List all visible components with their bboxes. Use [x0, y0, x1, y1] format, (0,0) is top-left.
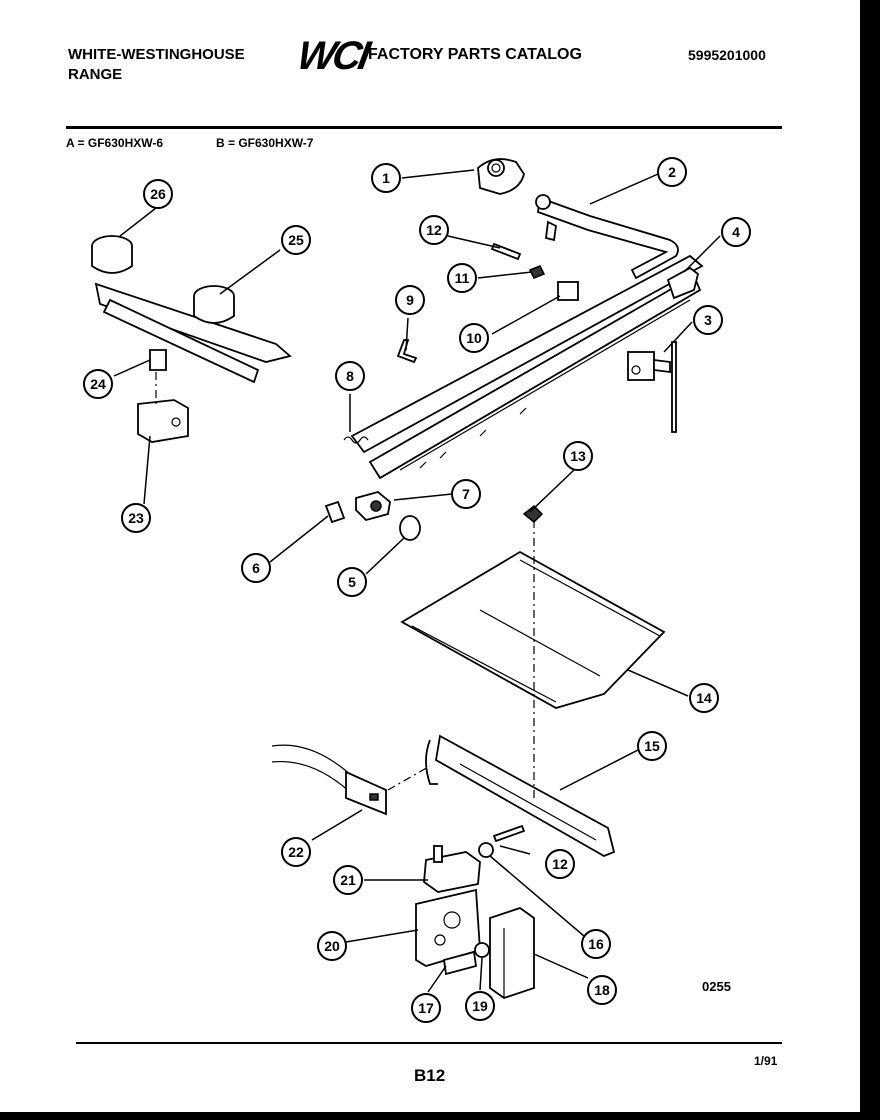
callout-14: 14 [689, 683, 719, 713]
callout-12: 12 [419, 215, 449, 245]
callout-label: 13 [570, 448, 586, 464]
callout-label: 7 [462, 486, 470, 502]
part-bezel [399, 515, 421, 541]
callout-label: 17 [418, 1000, 434, 1016]
part-manifold-pipe [535, 194, 679, 280]
brand-name: WHITE-WESTINGHOUSE [68, 46, 245, 63]
part-wing-nut [522, 504, 544, 524]
callout-label: 21 [340, 872, 356, 888]
callout-19: 19 [465, 991, 495, 1021]
part-regulator [477, 158, 525, 195]
product-type: RANGE [68, 66, 123, 83]
callout-label: 11 [455, 270, 470, 286]
callout-12-lower: 12 [545, 849, 575, 879]
header-rule [66, 126, 782, 129]
part-manifold-rail [350, 254, 704, 480]
part-safety-valve [423, 845, 481, 893]
callout-17: 17 [411, 993, 441, 1023]
callout-label: 24 [90, 376, 106, 392]
callout-11: 11 [447, 263, 477, 293]
part-spring-clip [396, 339, 418, 364]
model-b: B = GF630HXW-7 [216, 136, 314, 150]
part-valve-clip [557, 281, 579, 301]
part-burner-bracket [137, 399, 189, 443]
callout-20: 20 [317, 931, 347, 961]
callout-label: 12 [426, 222, 442, 238]
callout-label: 15 [644, 738, 660, 754]
part-thermostat [627, 341, 677, 433]
callout-22: 22 [281, 837, 311, 867]
callout-label: 10 [466, 330, 482, 346]
catalog-title: FACTORY PARTS CATALOG [368, 46, 582, 63]
callout-label: 16 [588, 936, 604, 952]
callout-label: 5 [348, 574, 356, 590]
callout-23: 23 [121, 503, 151, 533]
part-tube [490, 242, 522, 261]
page-number: B12 [414, 1066, 446, 1085]
callout-1: 1 [371, 163, 401, 193]
callout-label: 1 [382, 170, 390, 186]
catalog-page: WHITE-WESTINGHOUSE RANGE WCI FACTORY PAR… [0, 0, 860, 1112]
callout-label: 22 [288, 844, 304, 860]
callout-18: 18 [587, 975, 617, 1005]
callout-13: 13 [563, 441, 593, 471]
callout-7: 7 [451, 479, 481, 509]
callout-16: 16 [581, 929, 611, 959]
part-valve [355, 491, 391, 522]
part-nut [478, 842, 494, 858]
callout-label: 6 [252, 560, 260, 576]
callout-24: 24 [83, 369, 113, 399]
callout-8: 8 [335, 361, 365, 391]
callout-label: 3 [704, 312, 712, 328]
callout-5: 5 [337, 567, 367, 597]
callout-label: 12 [552, 856, 568, 872]
callout-label: 8 [346, 368, 354, 384]
model-a: A = GF630HXW-6 [66, 136, 164, 150]
callout-label: 25 [288, 232, 304, 248]
part-cover [489, 907, 535, 999]
callout-2: 2 [657, 157, 687, 187]
callout-10: 10 [459, 323, 489, 353]
part-oven-burner [425, 734, 616, 857]
part-tube-lower [492, 824, 526, 843]
part-knob [324, 500, 346, 524]
callout-25: 25 [281, 225, 311, 255]
callout-label: 9 [406, 292, 414, 308]
footer-rule [76, 1042, 782, 1044]
part-screw [528, 265, 546, 279]
part-burner-orifice [149, 349, 167, 371]
part-burner-assembly [91, 235, 292, 384]
exploded-parts-diagram: 1 2 3 4 5 6 7 8 9 10 11 12 12 13 14 15 1… [83, 157, 751, 1023]
callout-label: 2 [668, 164, 676, 180]
callout-label: 4 [732, 224, 740, 240]
callout-26: 26 [143, 179, 173, 209]
callout-label: 18 [594, 982, 610, 998]
revision-date: 1/91 [754, 1054, 778, 1068]
part-spring [343, 436, 369, 444]
catalog-number: 5995201000 [688, 47, 766, 63]
callout-label: 14 [696, 690, 712, 706]
callout-15: 15 [637, 731, 667, 761]
figure-code: 0255 [702, 979, 731, 994]
part-broiler-shield [400, 550, 666, 709]
part-igniter [271, 744, 387, 816]
callout-label: 26 [150, 186, 166, 202]
part-washer [474, 942, 490, 958]
part-bracket-foot [442, 950, 478, 976]
callout-21: 21 [333, 865, 363, 895]
leader-lines [113, 169, 721, 993]
callout-label: 20 [324, 938, 340, 954]
callout-label: 19 [472, 998, 488, 1014]
callout-3: 3 [693, 305, 723, 335]
callout-9: 9 [395, 285, 425, 315]
callout-4: 4 [721, 217, 751, 247]
callout-6: 6 [241, 553, 271, 583]
callout-label: 23 [128, 510, 144, 526]
